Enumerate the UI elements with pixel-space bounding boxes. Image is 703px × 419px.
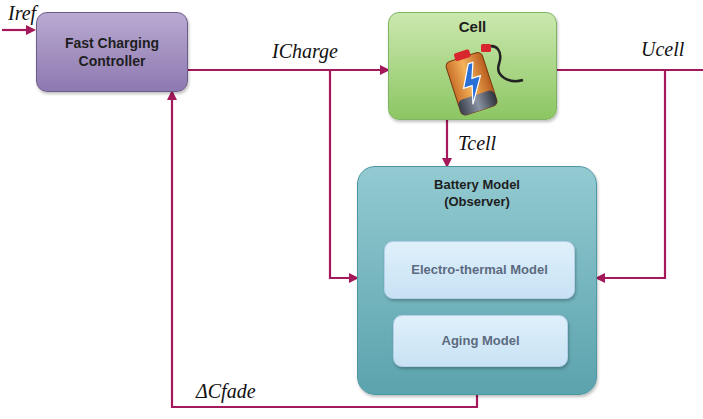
signal-name: Ucell xyxy=(641,38,684,60)
output-wire xyxy=(665,69,703,71)
controller-box: Fast Charging Controller xyxy=(36,12,188,92)
model-box: Electro-thermal Model xyxy=(384,241,575,299)
signal-arrow xyxy=(446,120,448,166)
node-text: Electro-thermal Model xyxy=(411,262,548,279)
node-text: Fast Charging Controller xyxy=(49,34,175,70)
signal-name: ICharge xyxy=(272,40,338,62)
signal-arrow xyxy=(188,70,357,278)
cell-box: Cell xyxy=(388,12,557,120)
observer-box: Battery Model (Observer) Electro-thermal … xyxy=(357,166,597,395)
signal-name: Iref xyxy=(8,2,36,24)
node-text: Cell xyxy=(459,17,487,37)
signal-name: Tcell xyxy=(458,132,496,154)
input-wire xyxy=(2,29,34,31)
node-text: Battery Model (Observer) xyxy=(402,177,552,211)
node-text: Aging Model xyxy=(442,333,520,350)
signal-name: ΔCfade xyxy=(196,380,256,402)
model-box: Aging Model xyxy=(393,315,568,367)
